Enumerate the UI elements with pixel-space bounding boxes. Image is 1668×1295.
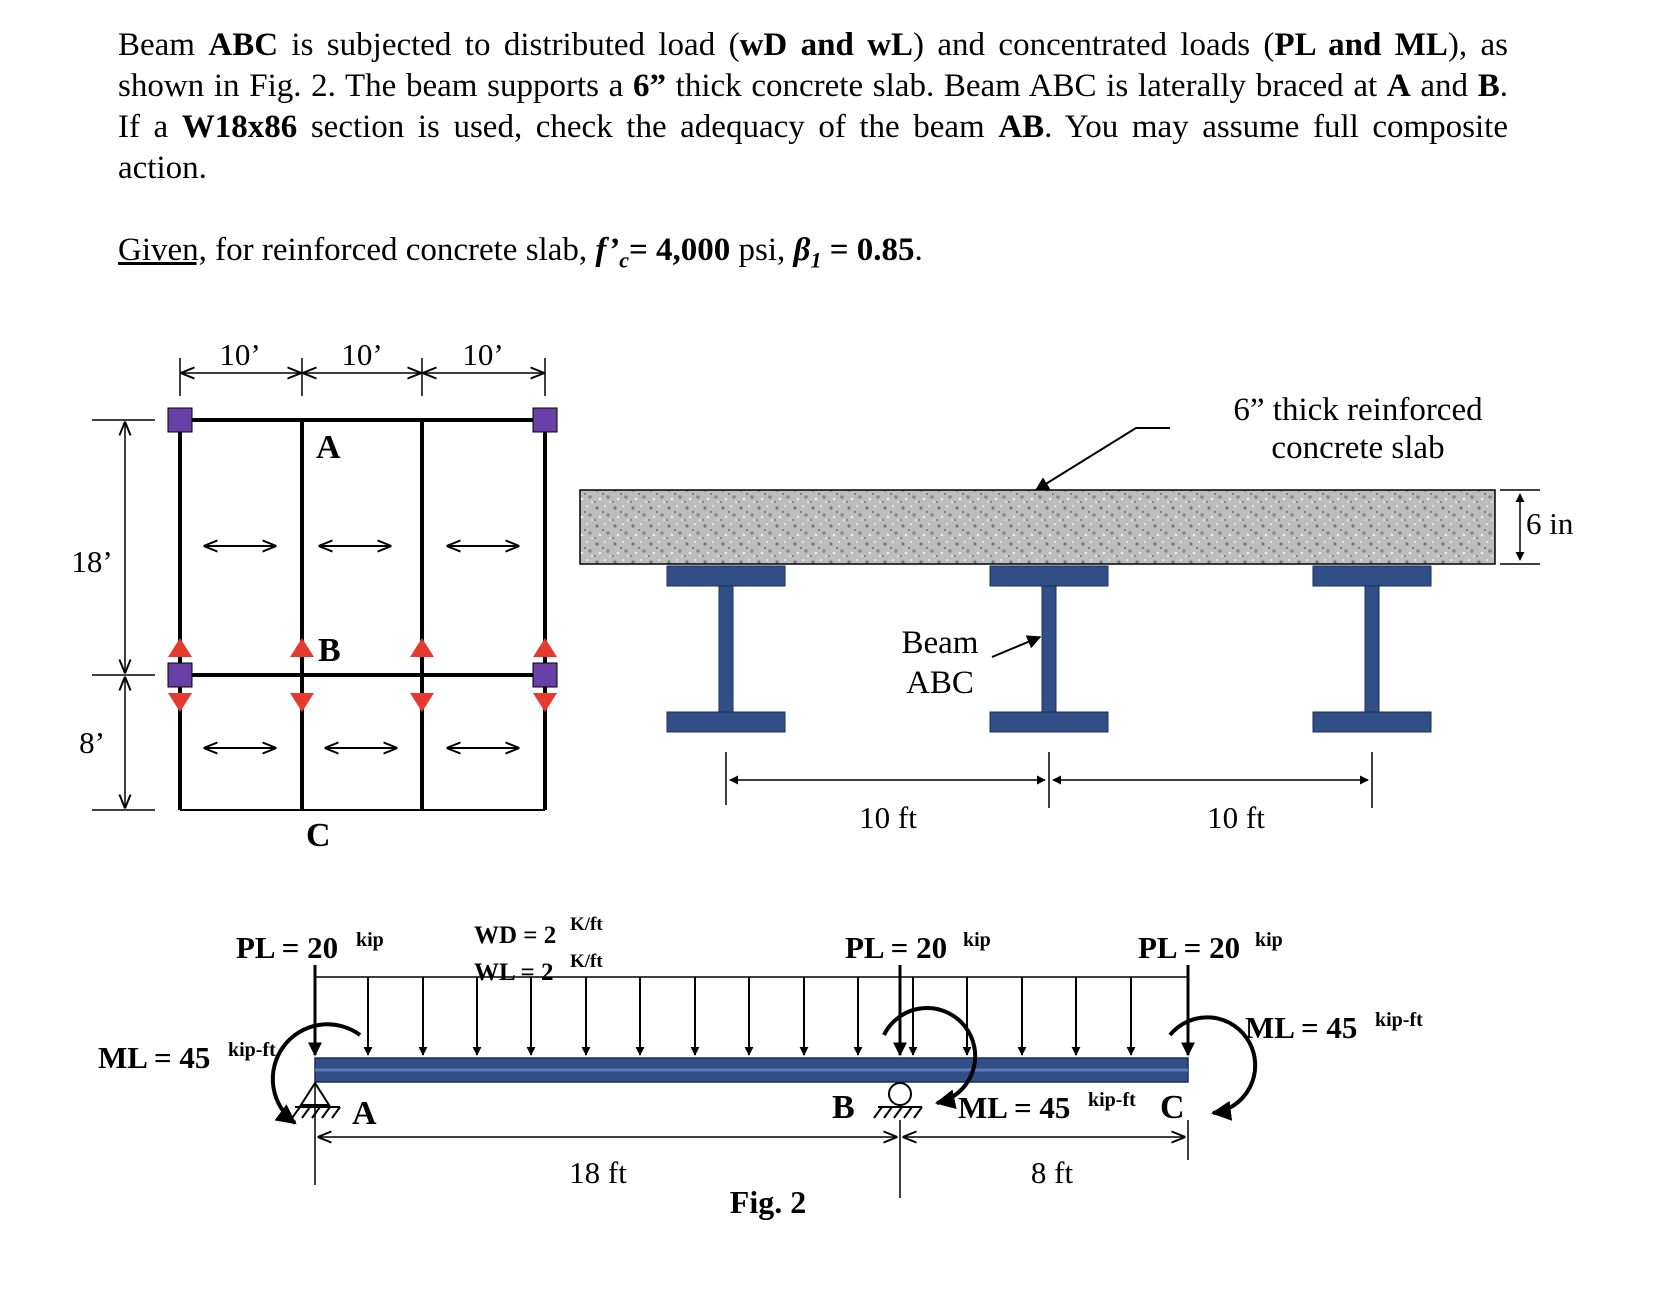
column-marker (167, 407, 193, 433)
steel-beam-right (1312, 565, 1432, 733)
slab-thickness-label: 6 in (1526, 506, 1574, 541)
column-markers (167, 407, 558, 688)
column-marker (532, 407, 558, 433)
span-ab-label: 18 ft (569, 1155, 627, 1190)
beam-label-line2: ABC (906, 665, 974, 701)
beam-spacing-1: 10 ft (859, 800, 917, 835)
slab-leader: 6” thick reinforced concrete slab (1034, 392, 1483, 491)
slab-label-line1: 6” thick reinforced (1233, 392, 1483, 428)
end-c-label: C (1160, 1089, 1185, 1126)
ml-left-unit: kip-ft (228, 1039, 276, 1061)
plan-top-dimension: 10’ 10’ 10’ (179, 337, 546, 396)
beam-spacing-2: 10 ft (1207, 800, 1265, 835)
support-b (873, 1082, 923, 1119)
given-data: Given, for reinforced concrete slab, f’c… (118, 232, 923, 273)
beam-label-line1: Beam (902, 625, 979, 661)
slab-thickness-dim: 6 in (1500, 489, 1574, 565)
moment-arrow-c (1168, 1015, 1258, 1121)
moment-arrow-b (882, 1006, 978, 1110)
ml-right-label: ML = 45 (1245, 1010, 1357, 1045)
slab-label-line2: concrete slab (1271, 430, 1444, 466)
plan-dim-8: 8’ (79, 725, 105, 760)
wl-label: WL = 2 (474, 959, 554, 986)
figure-caption: Fig. 2 (730, 1184, 806, 1220)
wd-unit: K/ft (570, 914, 603, 935)
plan-dim-3: 10’ (462, 337, 503, 372)
wd-label: WD = 2 (474, 922, 556, 949)
distributed-load-arrows (315, 976, 1188, 1056)
column-marker (532, 662, 558, 688)
loading-diagram: PL = 20 kip WD = 2 K/ft WL = 2 K/ft PL =… (98, 914, 1423, 1220)
plan-dim-1: 10’ (219, 337, 260, 372)
plan-view: 10’ 10’ 10’ 18’ 8’ (71, 337, 558, 854)
plan-label-b: B (318, 632, 341, 669)
moment-arrow-a (270, 1022, 362, 1125)
column-marker (167, 662, 193, 688)
steel-beam-abc (989, 565, 1109, 733)
plan-left-dimension: 18’ 8’ (71, 419, 155, 811)
concentrated-loads (308, 965, 1195, 1057)
support-b-label: B (832, 1089, 855, 1126)
applied-moments (270, 1006, 1258, 1125)
steel-beam-left (666, 565, 786, 733)
plan-framing (178, 418, 547, 811)
problem-statement: Beam ABC is subjected to distributed loa… (118, 27, 1508, 186)
ml-mid-unit: kip-ft (1088, 1089, 1136, 1111)
ml-left-label: ML = 45 (98, 1040, 210, 1075)
plan-label-a: A (316, 429, 341, 466)
plan-dim-18: 18’ (71, 544, 112, 579)
ml-right-unit: kip-ft (1375, 1009, 1423, 1031)
reaction-arrows (168, 638, 557, 712)
span-dimensions (314, 1083, 1189, 1198)
concrete-slab (579, 489, 1496, 565)
pl-left-label: PL = 20 (236, 930, 338, 965)
pl-left-unit: kip (356, 929, 384, 951)
slab-span-arrows (205, 546, 518, 748)
span-bc-label: 8 ft (1031, 1155, 1074, 1190)
steel-beams (666, 565, 1432, 733)
pl-mid-unit: kip (963, 929, 991, 951)
plan-label-c: C (306, 817, 331, 854)
support-a-label: A (352, 1095, 377, 1132)
plan-dim-2: 10’ (341, 337, 382, 372)
pl-right-label: PL = 20 (1138, 930, 1240, 965)
pl-right-unit: kip (1255, 929, 1283, 951)
support-a (291, 1081, 341, 1119)
beam-spacing-dim: 10 ft 10 ft (725, 752, 1373, 835)
ml-mid-label: ML = 45 (958, 1090, 1070, 1125)
cross-section: 6” thick reinforced concrete slab 6 in B… (579, 392, 1574, 835)
pl-mid-label: PL = 20 (845, 930, 947, 965)
wl-unit: K/ft (570, 951, 603, 972)
